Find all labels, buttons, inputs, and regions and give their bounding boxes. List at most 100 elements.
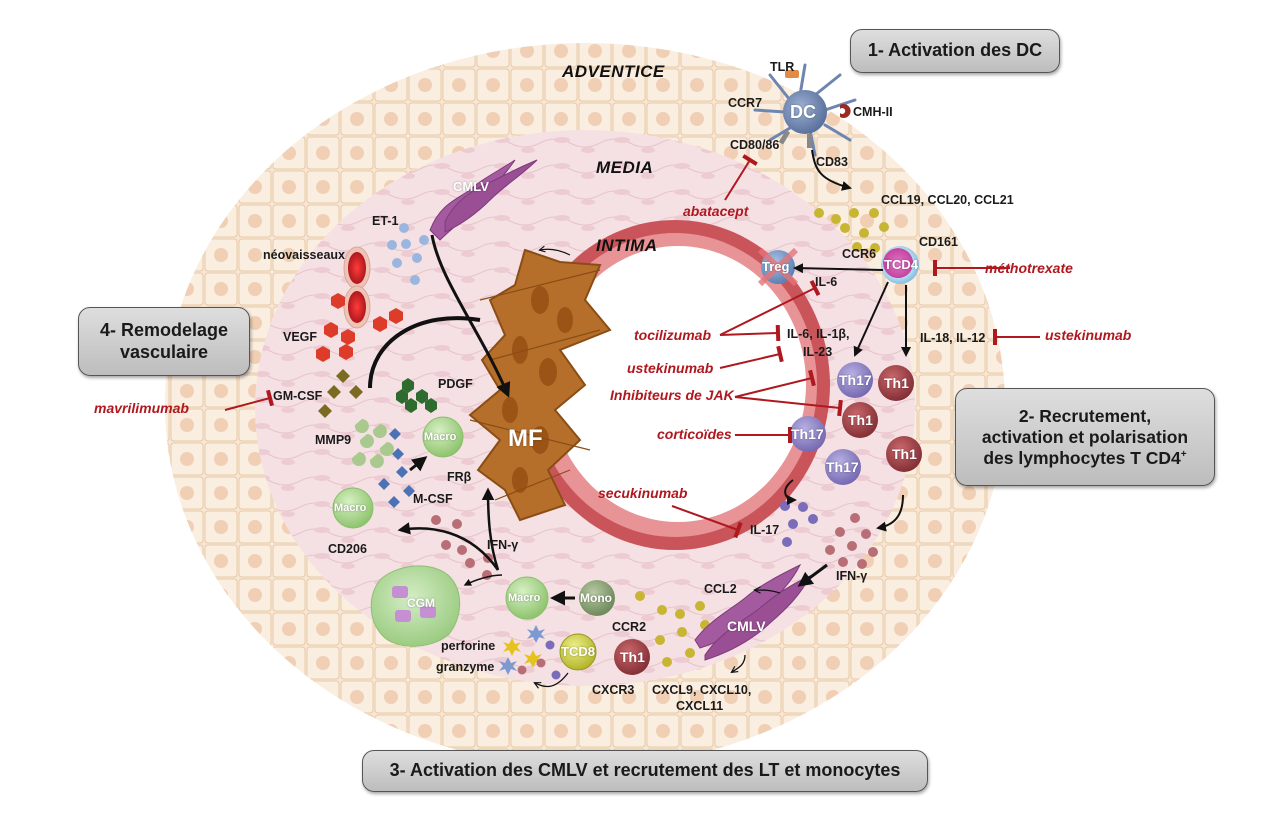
neovaisseaux-label: néovaisseaux [263,248,345,262]
macro-frb-cell [422,416,464,458]
treg-cell-crossed [757,247,799,287]
monocyte-cell [579,580,615,616]
th17-cell-label: Th17 [839,372,872,388]
cd83-label: CD83 [816,155,848,169]
ccr6-label: CCR6 [842,247,877,261]
tcd8-label: TCD8 [561,644,595,659]
mavrilimumab-label: mavrilimumab [94,400,189,416]
macro-frb-label: Macro [424,431,457,443]
intima-label: INTIMA [596,236,658,255]
th1-cell [878,365,914,401]
ustekinumab-left-label: ustekinumab [627,360,714,376]
ccl19-particles [814,208,889,253]
inhibition-lines [224,154,1040,539]
secukinumab-label: secukinumab [598,485,688,501]
process-arrows [368,149,911,687]
cxcl-particles [635,591,710,667]
cxcl-line1-label: CXCL9, CXCL10, [652,683,752,697]
cxcl-line2-label: CXCL11 [676,699,724,713]
step4-line1: 4- Remodelage [99,319,229,340]
et1-particles [387,223,429,285]
jak-inhibitors-label: Inhibiteurs de JAK [610,387,734,403]
giant-cell [370,565,461,647]
ifng-left-label: IFN-γ [487,538,519,552]
mf-label: MF [508,425,543,452]
macro-mono-label: Macro [508,592,541,604]
th17-cell-label: Th17 [791,426,824,442]
cd80-86-label: CD80/86 [730,138,780,152]
media-label: MEDIA [596,158,654,177]
vegf-particles [316,293,403,362]
tocilizumab-label: tocilizumab [634,327,712,343]
cxcr3-label: CXCR3 [592,683,635,697]
th1-cell [886,436,922,472]
corticoides-label: corticoïdes [657,426,732,442]
step2-line3: des lymphocytes T CD4 [983,447,1181,468]
step1-box: 1- Activation des DC [850,29,1060,73]
methotrexate-label: méthotrexate [985,260,1073,276]
th17-cell [790,416,826,452]
neovessels [343,246,371,329]
th17-cell [825,449,861,485]
step4-line2: vasculaire [119,341,209,362]
treg-cell-label: Treg [762,259,790,274]
step1-label: 1- Activation des DC [867,40,1043,61]
step3-box: 3- Activation des CMLV et recrutement de… [362,750,928,792]
step2-superscript: + [1180,448,1187,460]
vessel-lumen [550,246,806,522]
il6-label: IL-6 [815,275,838,289]
cmlv-bottom-label: CMLV [727,618,766,634]
dc-cell-label: DC [790,102,816,122]
mmp9-particles [351,419,394,468]
th1-cell-label: Th1 [884,375,909,391]
step2-line1: 2- Recrutement, [1018,405,1152,426]
cytotoxic-granules [499,625,561,680]
adventice-label: ADVENTICE [562,62,665,81]
th1-cell-label: Th1 [620,649,645,665]
tcd4-cell [881,246,919,284]
step3-label: 3- Activation des CMLV et recrutement de… [389,760,901,781]
cmlv-top-cell [429,159,538,241]
th1-cell-label: Th1 [848,412,873,428]
fr-beta-label: FRβ [447,470,472,484]
macro-mono-cell [505,576,549,620]
tlr-label: TLR [770,60,795,74]
step2-line2: activation et polarisation [981,426,1189,447]
mcsf-particles [378,428,415,508]
il18-il12-label: IL-18, IL-12 [920,331,986,345]
ccr2-label: CCR2 [612,620,647,634]
il17-particles [780,501,818,547]
il6-il1b-label: IL-6, IL-1β, [787,327,850,341]
step2-box: 2- Recrutement, activation et polarisati… [955,388,1215,486]
perforine-label: perforine [441,639,496,653]
ccr7-label: CCR7 [728,96,763,110]
myofibroblast-mass [468,248,612,522]
m-csf-label: M-CSF [413,492,453,506]
pdgf-particles [396,378,437,413]
th1-cell-label: Th1 [892,446,917,462]
step4-box: 4- Remodelage vasculaire [78,307,250,376]
abatacept-label: abatacept [683,203,749,219]
cgm-label: CGM [407,596,435,610]
th17-cell [837,362,873,398]
et1-label: ET-1 [372,214,399,228]
granzyme-label: granzyme [436,660,495,674]
macro-cd206-cell [332,487,374,529]
gmcsf-particles [318,369,363,418]
il23-label: IL-23 [803,345,833,359]
vegf-label: VEGF [283,330,318,344]
ccl19-20-21-label: CCL19, CCL20, CCL21 [881,193,1014,207]
tcd8-cell [559,633,597,671]
pdgf-label: PDGF [438,377,473,391]
th17-cell-label: Th17 [826,459,859,475]
macro-cd206-label: Macro [334,502,367,514]
cmlv-top-label: CMLV [453,179,489,194]
cmh-ii-label: CMH-II [853,105,893,119]
tcd4-cell-label: TCD4 [884,257,918,272]
th1-cell [842,402,878,438]
mmp9-label: MMP9 [315,433,352,447]
dendritic-cell [753,63,857,157]
ifng-right-label: IFN-γ [836,569,868,583]
